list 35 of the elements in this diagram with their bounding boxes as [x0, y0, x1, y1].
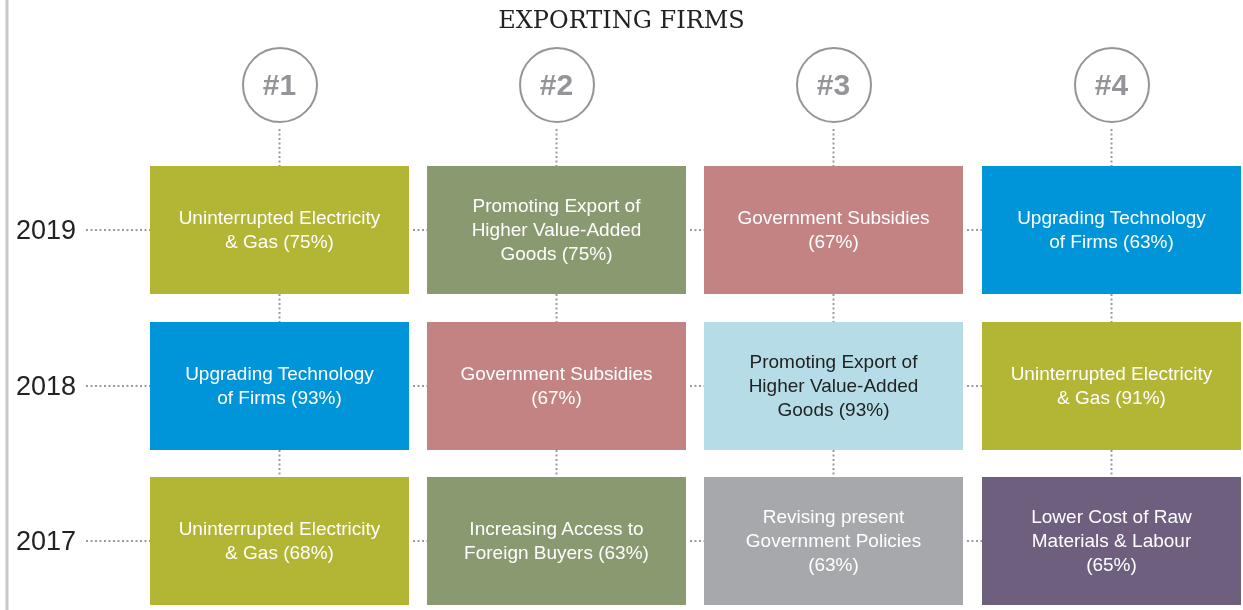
dotted-connector [555, 293, 558, 323]
dotted-connector [555, 449, 558, 478]
dotted-connector [832, 293, 835, 323]
year-label: 2017 [16, 523, 84, 559]
dotted-connector [1110, 128, 1113, 167]
factor-box: Uninterrupted Electricity & Gas (91%) [982, 322, 1241, 450]
rank-circle: #3 [795, 47, 872, 123]
dotted-connector [278, 128, 281, 167]
factor-box: Lower Cost of Raw Materials & Labour (65%) [982, 477, 1241, 605]
factor-box: Increasing Access to Foreign Buyers (63%) [427, 477, 686, 605]
rank-circle: #1 [241, 47, 318, 123]
rank-circle: #2 [518, 47, 595, 123]
dotted-connector [966, 385, 983, 387]
dotted-connector [555, 128, 558, 167]
factor-box: Uninterrupted Electricity & Gas (75%) [150, 166, 409, 294]
factor-box: Promoting Export of Higher Value-Added Goods (93%) [704, 322, 963, 450]
factor-box: Government Subsidies (67%) [427, 322, 686, 450]
factor-box: Government Subsidies (67%) [704, 166, 963, 294]
dotted-connector [1110, 293, 1113, 323]
year-label: 2018 [16, 368, 84, 404]
dotted-connector [278, 449, 281, 478]
dotted-connector [832, 449, 835, 478]
dotted-connector [966, 540, 983, 542]
factor-box: Upgrading Technology of Firms (63%) [982, 166, 1241, 294]
dotted-connector [832, 128, 835, 167]
factor-box: Revising present Government Policies (63%) [704, 477, 963, 605]
dotted-connector [1110, 449, 1113, 478]
rank-circle: #4 [1073, 47, 1150, 123]
dotted-connector [966, 229, 983, 231]
dotted-connector [278, 293, 281, 323]
year-label: 2019 [16, 212, 84, 248]
factor-box: Promoting Export of Higher Value-Added Goods (75%) [427, 166, 686, 294]
factor-box: Upgrading Technology of Firms (93%) [150, 322, 409, 450]
diagram-title: EXPORTING FIRMS [498, 6, 745, 34]
factor-box: Uninterrupted Electricity & Gas (68%) [150, 477, 409, 605]
